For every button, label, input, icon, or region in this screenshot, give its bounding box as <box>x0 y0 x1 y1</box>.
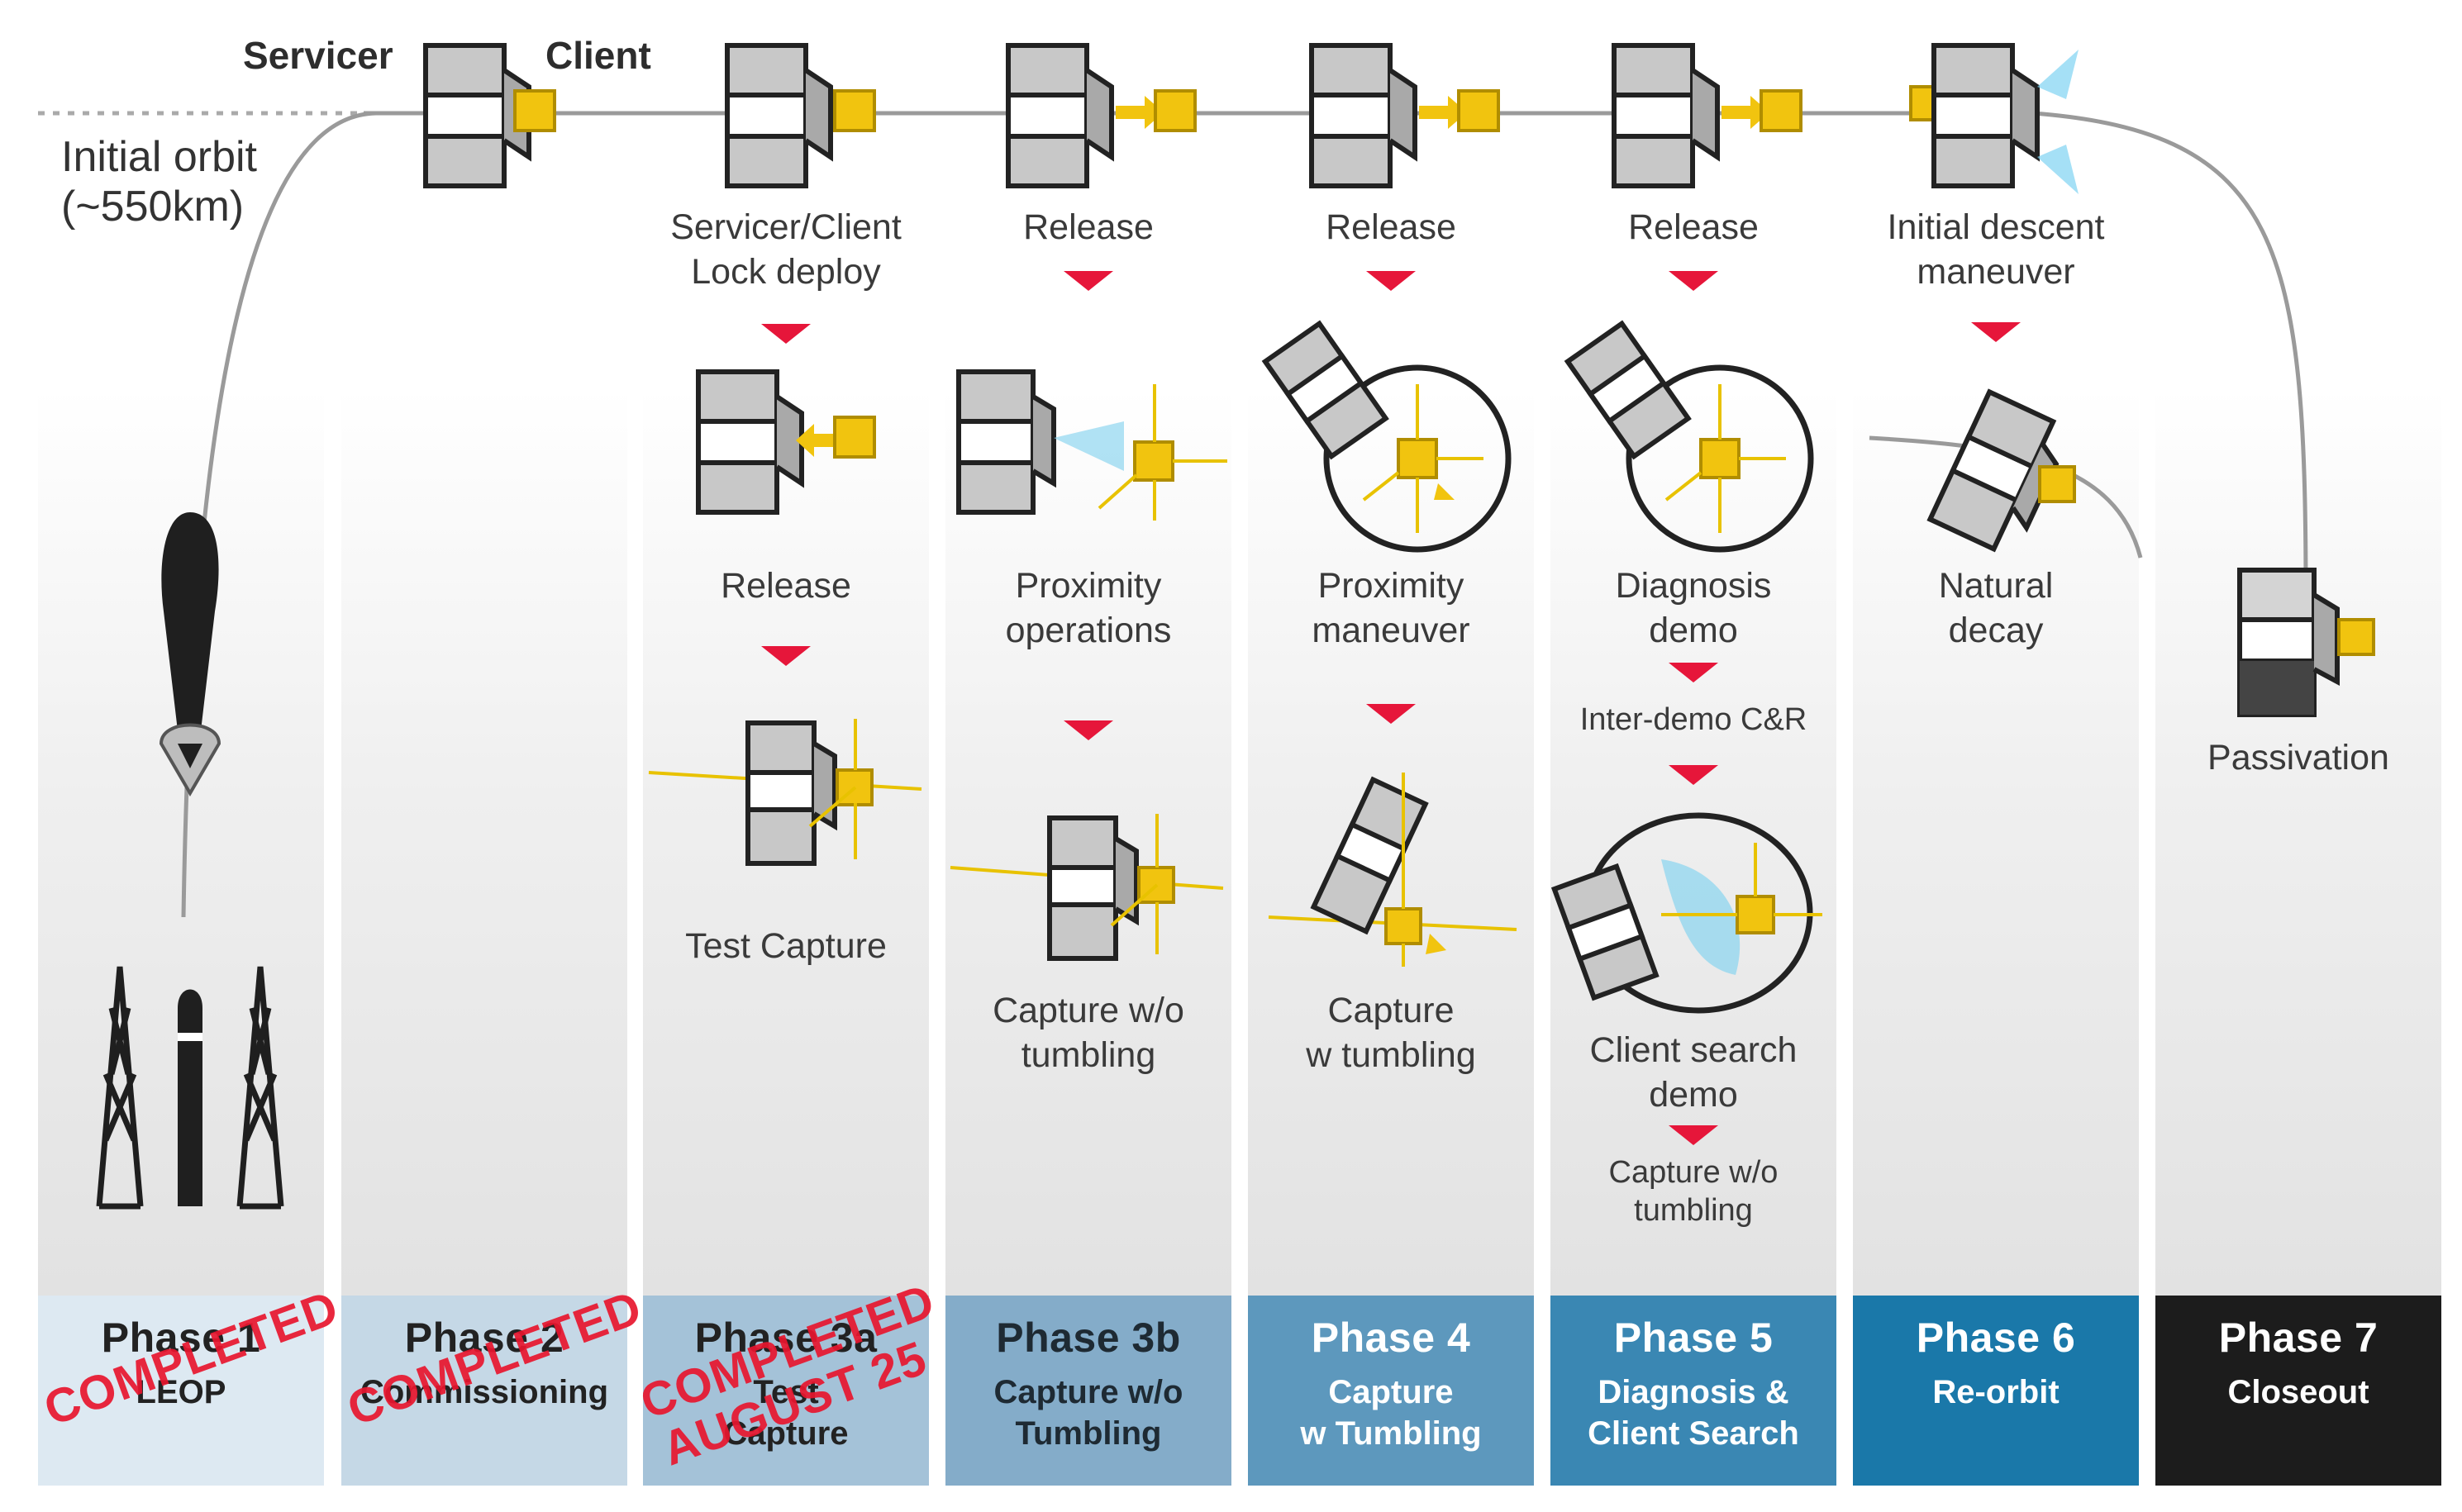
flow-arrow <box>1669 271 1718 291</box>
servicer-client-satellite-icon <box>725 43 876 188</box>
flow-arrow <box>1366 704 1416 724</box>
phase-title: Phase 5 <box>1613 1315 1774 1361</box>
client-search-demo-icon <box>1550 812 1822 1014</box>
flow-arrow <box>761 646 811 666</box>
phase-2-box: Phase 2 Commissioning COMPLETED <box>340 1281 649 1486</box>
release-satellite-icon <box>1309 43 1500 188</box>
step-lock-deploy: Servicer/Client Lock deploy <box>670 207 902 292</box>
natural-decay-icon <box>1926 388 2076 553</box>
flow-arrow <box>1064 720 1113 740</box>
capture-with-tumbling-icon <box>1268 773 1517 967</box>
phase-1-box: Phase 1 LEOP COMPLETED <box>37 1281 345 1486</box>
release-satellite-icon <box>1612 43 1802 188</box>
capture-without-tumbling-icon <box>950 814 1224 961</box>
phase-5-box: Phase 5 Diagnosis & Client Search <box>1550 1296 1836 1486</box>
flow-arrow <box>1971 322 2021 342</box>
phase-title: Phase 1 <box>101 1315 261 1361</box>
test-capture-icon <box>648 719 922 866</box>
step-client-search-demo: Client search demo <box>1589 1030 1798 1115</box>
phase-6-box: Phase 6 Re-orbit <box>1853 1296 2139 1486</box>
step-inter-demo-cr: Inter-demo C&R <box>1579 702 1807 737</box>
step-proximity-maneuver: Proximity maneuver <box>1312 566 1470 650</box>
descent-satellite-icon <box>1909 43 2079 194</box>
flow-arrow <box>1669 765 1718 785</box>
phase-7-column <box>2155 388 2441 1296</box>
phase-subtitle: Re-orbit <box>1932 1374 2060 1410</box>
client-label: Client <box>545 34 651 77</box>
phase-subtitle: Closeout <box>2227 1374 2369 1410</box>
step-release: Release <box>1326 207 1456 247</box>
rocket-launch-icon <box>96 512 284 1210</box>
step-natural-decay: Natural decay <box>1938 566 2054 650</box>
completed-stamp: COMPLETED <box>340 1280 650 1437</box>
phase-title: Phase 3b <box>996 1315 1181 1361</box>
step-proximity-operations: Proximity operations <box>1005 566 1172 650</box>
passivation-satellite-icon <box>2237 568 2375 717</box>
release-satellite-icon <box>1006 43 1197 188</box>
phase-subtitle: Capture w/o Tumbling <box>993 1374 1183 1452</box>
step-passivation: Passivation <box>2207 738 2389 777</box>
step-release: Release <box>721 566 851 606</box>
phase-7-box: Phase 7 Closeout <box>2155 1296 2441 1486</box>
orbit-label: Initial orbit (~550km) <box>61 133 257 231</box>
step-test-capture: Test Capture <box>685 926 887 966</box>
phase-title: Phase 3a <box>694 1315 878 1361</box>
phase-subtitle: Commissioning <box>360 1374 609 1410</box>
proximity-operations-icon <box>956 369 1227 521</box>
flow-arrow <box>1366 271 1416 291</box>
step-release: Release <box>1628 207 1759 247</box>
phase-subtitle: Test Capture <box>723 1374 849 1452</box>
servicer-label: Servicer <box>243 34 393 77</box>
phase-title: Phase 2 <box>404 1315 564 1361</box>
flow-arrow <box>1064 271 1113 291</box>
flow-arrow <box>1669 1125 1718 1145</box>
release-satellite-icon <box>696 369 876 515</box>
proximity-maneuver-icon <box>1261 320 1512 553</box>
phase-title: Phase 6 <box>1916 1315 2076 1361</box>
flow-arrow <box>1669 663 1718 682</box>
step-capture-with-tumbling: Capture w tumbling <box>1306 991 1476 1075</box>
phase-4-box: Phase 4 Capture w Tumbling <box>1248 1296 1534 1486</box>
step-diagnosis-demo: Diagnosis demo <box>1615 566 1772 650</box>
servicer-client-satellite-icon <box>423 43 556 188</box>
phase-title: Phase 7 <box>2218 1315 2379 1361</box>
phase-2-column <box>341 388 627 1296</box>
phase-3b-box: Phase 3b Capture w/o Tumbling <box>945 1296 1231 1486</box>
flow-arrow <box>761 324 811 344</box>
step-release: Release <box>1023 207 1154 247</box>
phase-subtitle: Diagnosis & Client Search <box>1588 1374 1799 1452</box>
step-initial-descent: Initial descent maneuver <box>1887 207 2105 292</box>
step-capture-without-tumbling: Capture w/o tumbling <box>993 991 1184 1075</box>
diagnosis-demo-icon <box>1564 320 1814 553</box>
phase-3a-box: Phase 3a Test Capture COMPLETED AUGUST 2… <box>634 1273 941 1486</box>
phase-subtitle: LEOP <box>136 1374 226 1410</box>
step-capture-without-tumbling: Capture w/o tumbling <box>1608 1155 1779 1228</box>
completed-stamp: COMPLETED <box>37 1280 346 1437</box>
phase-title: Phase 4 <box>1311 1315 1471 1361</box>
phase-subtitle: Capture w Tumbling <box>1300 1374 1482 1452</box>
